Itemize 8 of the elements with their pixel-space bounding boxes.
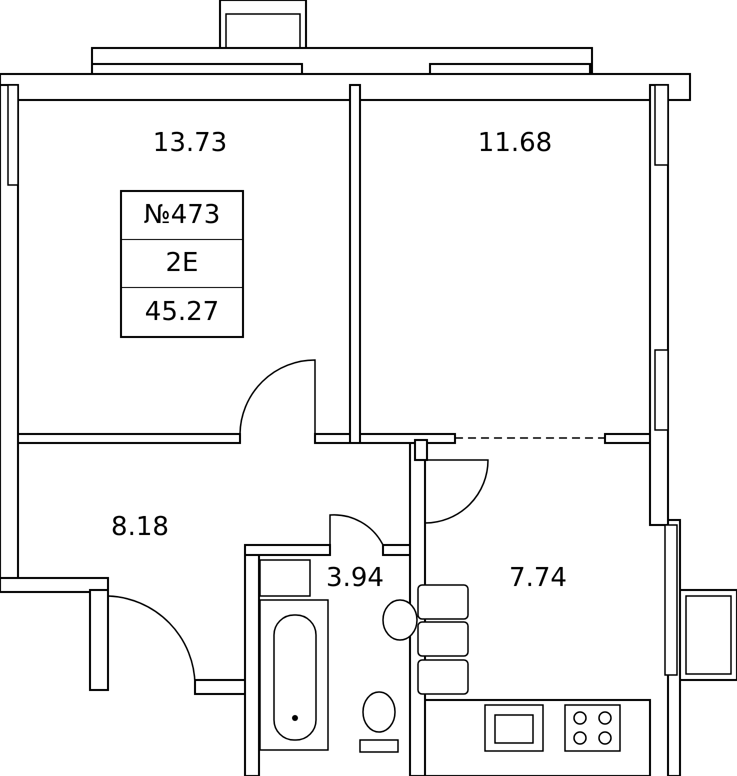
total-area: 45.27 (122, 288, 242, 336)
room-area: 7.74 (509, 565, 567, 591)
room-area: 3.94 (326, 565, 384, 591)
room-area: 11.68 (478, 130, 552, 156)
room-area: 8.18 (111, 514, 169, 540)
room-area: 13.73 (152, 130, 228, 156)
apartment-number: №473 (122, 192, 242, 240)
apartment-type: 2E (122, 240, 242, 288)
